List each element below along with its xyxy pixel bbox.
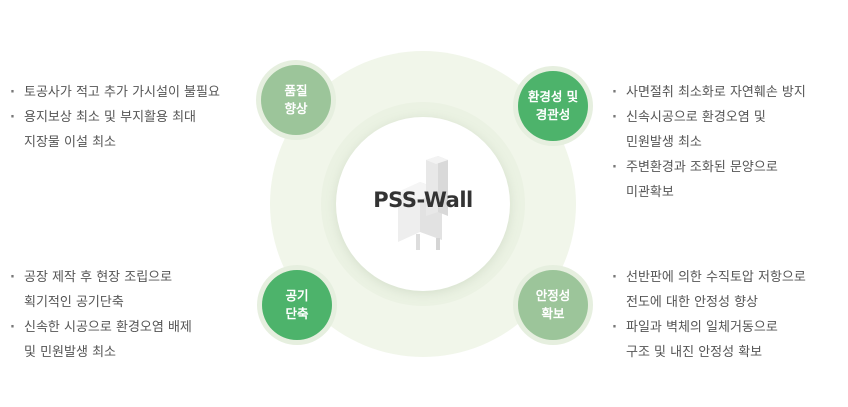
quality-list: 토공사가 적고 추가 가시설이 불필요 용지보상 최소 및 부지활용 최대지장물… <box>10 80 220 155</box>
environment-badge: 환경성 및 경관성 <box>518 71 588 141</box>
quality-badge-line2: 향상 <box>284 101 308 116</box>
period-badge-line2: 단축 <box>285 306 309 321</box>
period-badge-line1: 공기 <box>285 288 309 303</box>
list-item: 신속한 시공으로 환경오염 배제및 민원발생 최소 <box>10 315 192 365</box>
stability-badge-line2: 확보 <box>541 306 565 321</box>
period-badge: 공기 단축 <box>262 270 332 340</box>
quality-badge: 품질 향상 <box>261 65 331 135</box>
stability-badge: 안정성 확보 <box>518 270 588 340</box>
center-title: PSS-Wall <box>373 188 473 212</box>
environment-badge-line1: 환경성 및 <box>527 89 579 104</box>
list-item: 토공사가 적고 추가 가시설이 불필요 <box>10 80 220 105</box>
retaining-wall-icon <box>398 156 448 250</box>
quality-badge-line1: 품질 <box>284 83 308 98</box>
environment-badge-line2: 경관성 <box>535 107 571 122</box>
stability-badge-line1: 안정성 <box>535 288 571 303</box>
list-item: 사면절취 최소화로 자연훼손 방지 <box>612 80 806 105</box>
